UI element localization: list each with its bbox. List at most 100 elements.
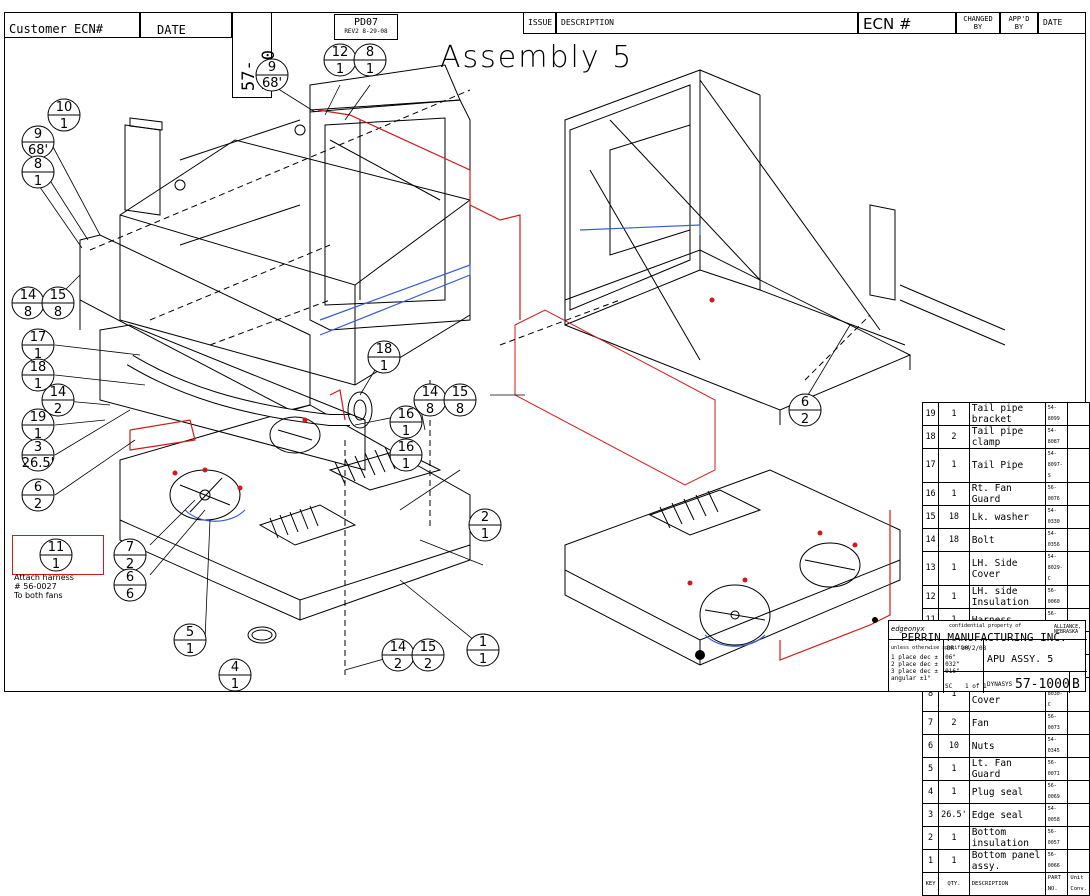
callout-18a-top: 18: [30, 360, 47, 375]
bom-unit: [1067, 448, 1090, 483]
callout-15a-bottom: 8: [54, 305, 62, 320]
issue-cell: ISSUE: [523, 12, 556, 34]
company-logo: edgeonyx: [891, 625, 925, 633]
bom-key: 19: [921, 402, 940, 426]
date-drawn: 10/2/08: [961, 645, 987, 652]
bom-description: Fan: [968, 711, 1046, 735]
date-label-2: DATE: [1043, 18, 1063, 27]
bom-qty: 18: [938, 528, 970, 552]
left-fan-right: [269, 416, 321, 454]
callout-14a-top: 14: [20, 288, 37, 303]
bom-qty: 1: [938, 585, 970, 609]
callout-10-bottom: 1: [60, 117, 68, 132]
harness-note-line2: # 56-0027: [14, 582, 57, 591]
bom-qty: 1: [938, 780, 970, 804]
bom-header-unit: Unit Conv.: [1067, 872, 1090, 896]
ecn-label: ECN #: [863, 15, 912, 33]
callout-9b-top: 9: [34, 127, 42, 142]
bom-unit: [1067, 528, 1090, 552]
harness-note-line3: To both fans: [14, 591, 63, 600]
callout-1-top: 1: [479, 635, 487, 650]
callout-14d-top: 14: [390, 640, 407, 655]
bom-unit: [1067, 826, 1090, 850]
right-fan-right: [799, 542, 861, 588]
title-block: edgeonyx confidential property of PERRIN…: [888, 620, 1087, 693]
callout-15b-bottom: 8: [456, 402, 464, 417]
ecn-cell: ECN #: [858, 12, 956, 34]
callout-10-top: 10: [56, 100, 73, 115]
callout-11-top: 11: [48, 540, 65, 555]
bom-part-number: 56-0073: [1044, 711, 1069, 735]
confidential-note: confidential property of: [949, 623, 1022, 629]
callout-19-top: 19: [30, 410, 47, 425]
callout-6a-bottom: 2: [34, 497, 42, 512]
harness-note-box: [12, 535, 104, 575]
bom-unit: [1067, 849, 1090, 873]
bom-key: 16: [921, 482, 940, 506]
bom-unit: [1067, 425, 1090, 449]
bom-unit: [1067, 402, 1090, 426]
bom-description: Tail pipe clamp: [968, 425, 1046, 449]
bom-qty: 26.5': [938, 803, 970, 827]
drawing-code: PD07: [353, 17, 379, 28]
callout-6b-top: 6: [126, 570, 134, 585]
callout-14b-bottom: 2: [54, 402, 62, 417]
bom-part-number: 54-8097-S: [1044, 448, 1069, 483]
callout-6a-top: 6: [34, 480, 42, 495]
bom-qty: 1: [938, 826, 970, 850]
bom-qty: 1: [938, 448, 970, 483]
issue-label: ISSUE: [528, 18, 553, 27]
bom-key: 15: [921, 505, 940, 529]
drawn-by: DR: [947, 645, 955, 652]
bom-key: 18: [921, 425, 940, 449]
bom-header-qty: QTY.: [938, 872, 970, 896]
bom-part-number: 56-0057: [1044, 826, 1069, 850]
left-fan-left: [169, 469, 241, 521]
bom-part-number: 56-0069: [1044, 780, 1069, 804]
callout-5-top: 5: [186, 625, 194, 640]
callout-8a-bottom: 1: [366, 62, 374, 77]
callout-1-bottom: 1: [479, 652, 487, 667]
bom-unit: [1067, 505, 1090, 529]
tolerance-3: 3 place dec ± .016": [891, 668, 960, 675]
callout-6c-top: 6: [801, 395, 809, 410]
customer-ecn-label: Customer ECN#: [9, 22, 103, 36]
callout-19-bottom: 1: [34, 427, 42, 442]
bom-unit: [1067, 757, 1090, 781]
bom-part-number: 54-0058: [1044, 803, 1069, 827]
bom-key: 14: [921, 528, 940, 552]
drawing-rev: REV2 8-29-08: [344, 28, 388, 35]
material: DYNASYS: [987, 681, 1013, 688]
company-location: ALLIANCE, NEBRASKA: [1054, 624, 1082, 635]
callout-2-bottom: 1: [481, 527, 489, 542]
bom-part-number: 54-0356: [1044, 528, 1069, 552]
description-label: DESCRIPTION: [561, 18, 614, 27]
callout-12-top: 12: [332, 45, 349, 60]
bom-description: Edge seal: [968, 803, 1046, 827]
tolerance-1: 1 place dec ± .06": [891, 654, 957, 661]
bom-description: LH. Side Cover: [968, 551, 1046, 586]
bom-qty: 2: [938, 425, 970, 449]
assembly-drawing: 9 68' 12 1 8 1 10 1 9 68' 8 1 14 8 15 8 …: [11, 43, 1006, 692]
bom-qty: 1: [938, 849, 970, 873]
callout-8a-top: 8: [366, 45, 374, 60]
callout-14a-bottom: 8: [24, 305, 32, 320]
callout-6c-bottom: 2: [801, 412, 809, 427]
bom-description: LH. side Insulation: [968, 585, 1046, 609]
bom-description: Nuts: [968, 734, 1046, 758]
approved-by-label: APP'D BY: [1008, 15, 1030, 31]
bom-qty: 1: [938, 482, 970, 506]
callout-17-bottom: 1: [34, 347, 42, 362]
bom-unit: [1067, 734, 1090, 758]
approved-by-cell: APP'D BY: [1000, 12, 1038, 34]
base-louvres: [258, 446, 442, 546]
